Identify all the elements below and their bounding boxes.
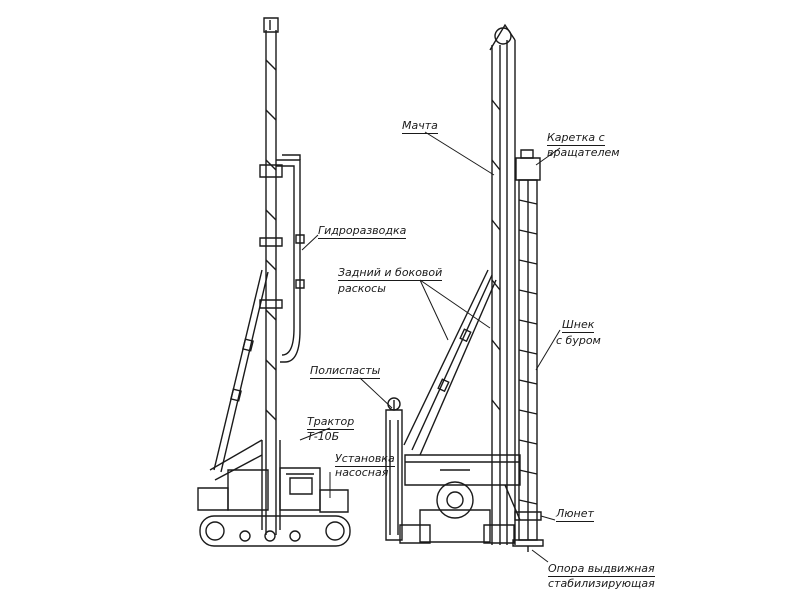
left-brace — [214, 270, 268, 472]
right-mast — [490, 25, 515, 545]
label-braces-line1: Задний и боковой — [338, 266, 443, 281]
label-pump-line2: насосная — [335, 466, 389, 479]
leader-lines — [300, 132, 560, 562]
left-tracks — [200, 516, 350, 546]
right-base — [400, 455, 520, 543]
left-rig — [198, 18, 350, 546]
right-rig — [386, 25, 543, 552]
label-carriage-line1: Каретка с — [547, 131, 605, 146]
left-tractor — [198, 440, 348, 512]
label-support-line1: Опора выдвижная — [548, 562, 655, 577]
right-pulleys — [386, 398, 402, 540]
label-support-line2: стабилизирующая — [548, 577, 655, 590]
label-hydro: Гидроразводка — [318, 224, 407, 239]
label-pump-line1: Установка — [335, 452, 395, 467]
label-carriage-line2: вращателем — [547, 146, 620, 159]
left-mast — [260, 18, 282, 535]
right-auger — [519, 180, 537, 540]
label-tractor-line1: Трактор — [307, 415, 355, 430]
label-mast: Мачта — [402, 119, 438, 134]
label-braces-line2: раскосы — [338, 282, 386, 295]
label-tractor-line2: Т-10Б — [307, 430, 340, 443]
right-carriage — [516, 150, 540, 180]
right-stabilizer — [513, 540, 543, 552]
right-braces — [404, 270, 496, 455]
label-auger-line2: с буром — [556, 334, 601, 347]
label-pulleys: Полиспасты — [310, 364, 381, 379]
left-hydraulic-lines — [276, 155, 304, 362]
label-auger-line1: Шнек — [562, 318, 595, 333]
label-lunette: Люнет — [556, 507, 594, 522]
